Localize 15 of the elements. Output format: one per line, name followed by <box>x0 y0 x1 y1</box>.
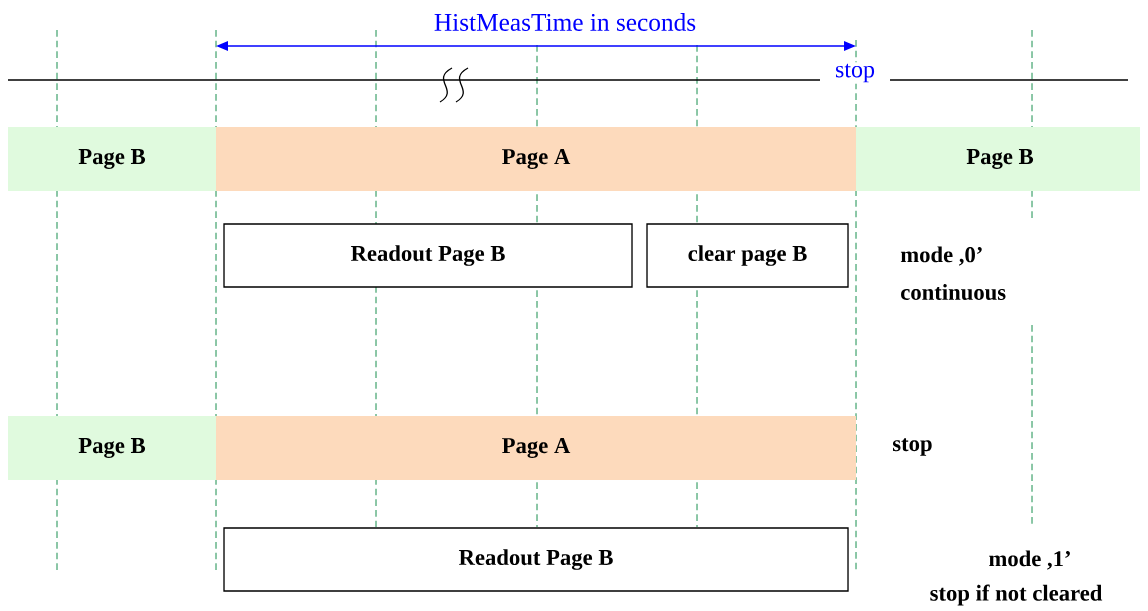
mode-label: continuous <box>901 284 1006 300</box>
process-box: clear page B <box>646 223 849 288</box>
mode-label: stop <box>892 438 932 456</box>
band: Page B <box>8 127 216 191</box>
band: Page B <box>8 416 216 480</box>
band: Page B <box>856 127 1140 191</box>
mode-label: stop if not cleared <box>930 584 1103 606</box>
mode-label: mode ,1’ <box>989 550 1070 570</box>
band: Page A <box>216 416 856 480</box>
band: Page A <box>216 127 856 191</box>
dimension-label: HistMeasTime in seconds <box>434 13 696 31</box>
stop-label: stop <box>833 62 877 84</box>
process-box: Readout Page B <box>223 527 849 592</box>
process-box: Readout Page B <box>223 223 633 288</box>
mode-label: mode ,0’ <box>900 246 982 266</box>
